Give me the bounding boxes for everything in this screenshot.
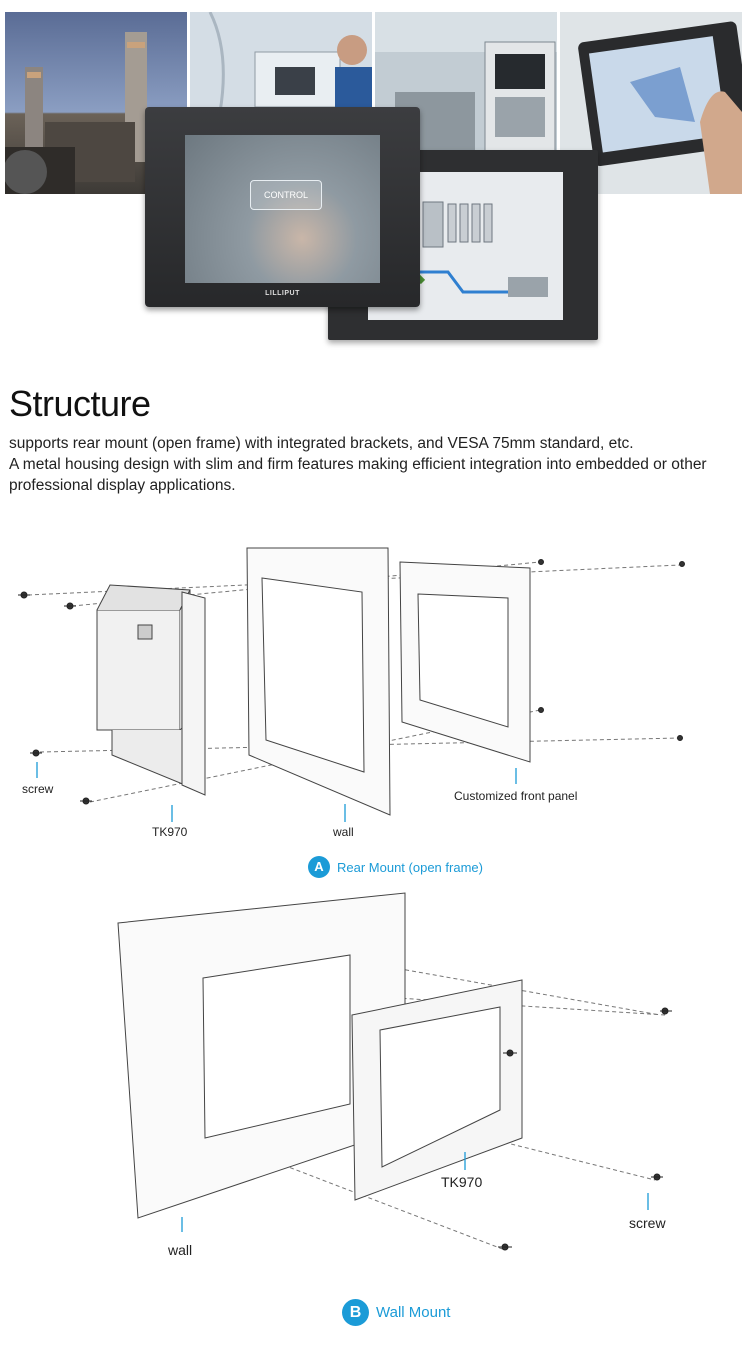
rear-mount-diagram: screw TK970 wall Customized front panel [0, 540, 750, 840]
label-screw-b: screw [629, 1215, 666, 1231]
caption-text-b: Wall Mount [376, 1304, 451, 1321]
caption-badge-a: A [308, 856, 330, 878]
wall-panel-a [246, 547, 391, 816]
hero-banner: CONTROL LILLIPUT [0, 0, 750, 345]
label-front-panel: Customized front panel [454, 789, 578, 803]
wall-mount-diagram: TK970 screw wall [0, 890, 750, 1270]
touch-screen: CONTROL [185, 135, 380, 283]
label-wall-a: wall [333, 825, 354, 839]
monitor-brand-logo: LILLIPUT [265, 290, 300, 297]
caption-text-a: Rear Mount (open frame) [337, 859, 483, 875]
label-tk970-b: TK970 [441, 1174, 483, 1190]
wall-panel-b [117, 892, 406, 1219]
label-leaders-a [36, 762, 517, 822]
label-tk970-a: TK970 [152, 825, 188, 839]
caption-badge-b: B [342, 1299, 369, 1326]
screws-b [498, 1007, 672, 1251]
tk970-bezel-b [351, 979, 523, 1201]
power-plant-photo [5, 12, 187, 194]
label-screw-a: screw [22, 782, 54, 796]
caption-rear-mount: A Rear Mount (open frame) [308, 856, 483, 878]
mount-description: supports rear mount (open frame) with in… [9, 435, 634, 452]
label-leaders-b [181, 1152, 649, 1232]
tk970-device [96, 584, 206, 796]
label-wall-b: wall [168, 1242, 193, 1258]
housing-description: A metal housing design with slim and fir… [9, 456, 707, 494]
screws-a [18, 559, 685, 805]
front-panel [399, 561, 531, 763]
section-title: Structure [9, 383, 151, 424]
caption-wall-mount: B Wall Mount [342, 1299, 450, 1326]
control-button-graphic: CONTROL [250, 180, 322, 210]
lilliput-monitor-image: CONTROL LILLIPUT [145, 107, 420, 307]
